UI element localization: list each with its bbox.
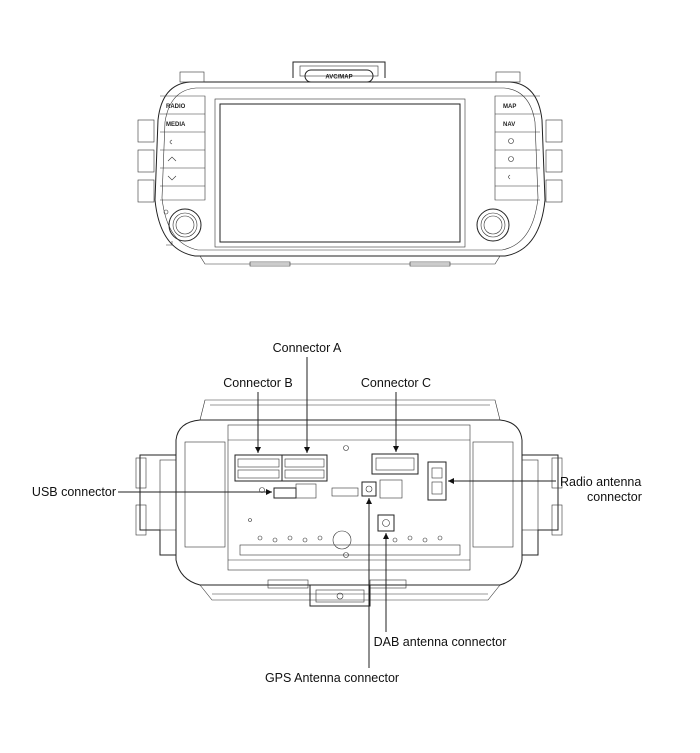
dab-antenna-connector — [377, 514, 395, 532]
radio-antenna-label-line2: connector — [587, 490, 642, 504]
radio-antenna-connector — [427, 461, 447, 501]
left-button-column: RADIO MEDIA — [160, 95, 206, 201]
nav-button[interactable]: NAV — [503, 122, 515, 128]
radio-antenna-label-line1: Radio antenna — [560, 475, 641, 489]
rear-unit — [135, 399, 563, 607]
dab-antenna-label: DAB antenna connector — [374, 635, 507, 649]
connector-c — [371, 453, 419, 475]
moon-icon[interactable] — [508, 174, 511, 180]
power-indicator — [163, 209, 169, 215]
connector-b — [234, 454, 283, 482]
connector-a — [281, 454, 328, 482]
display-screen[interactable] — [219, 103, 461, 243]
vent-holes — [248, 518, 443, 550]
phone-icon[interactable] — [169, 139, 173, 145]
connector-c-label: Connector C — [361, 376, 431, 390]
leader-lines — [118, 357, 556, 668]
gps-antenna-connector — [331, 479, 403, 499]
chevron-down-icon[interactable] — [167, 175, 177, 181]
radio-button[interactable]: RADIO — [166, 104, 186, 110]
map-button[interactable]: MAP — [503, 104, 516, 110]
usb-connector — [273, 483, 317, 499]
bottom-bracket — [267, 579, 407, 607]
right-tune-knob[interactable] — [476, 208, 510, 242]
settings-icon[interactable] — [508, 138, 514, 144]
left-volume-knob[interactable] — [168, 208, 202, 242]
right-button-column: MAP NAV — [494, 95, 540, 201]
avc-map-label: AVC/MAP — [325, 75, 352, 81]
connector-b-label: Connector B — [223, 376, 292, 390]
connector-a-label: Connector A — [273, 341, 342, 355]
front-unit: AVC/MAP RADIO MEDIA — [137, 61, 563, 267]
media-button[interactable]: MEDIA — [166, 122, 186, 128]
setup-icon[interactable] — [508, 156, 514, 162]
gps-antenna-label: GPS Antenna connector — [265, 671, 399, 685]
chevron-up-icon[interactable] — [167, 156, 177, 162]
usb-connector-label: USB connector — [32, 485, 116, 499]
